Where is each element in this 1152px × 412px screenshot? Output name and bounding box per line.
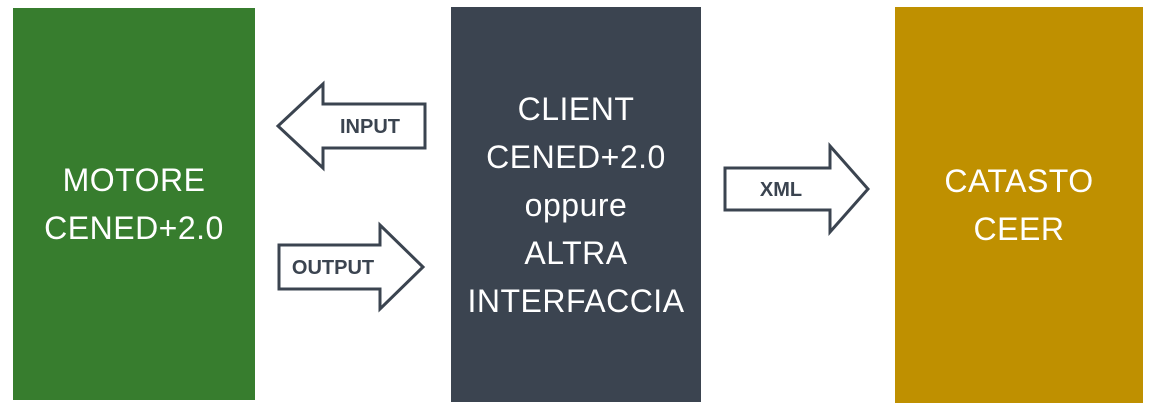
xml-arrow: XML (723, 142, 871, 236)
output-arrow-label: OUTPUT (292, 257, 374, 279)
box-motore-cened: MOTORE CENED+2.0 (13, 8, 255, 400)
box-catasto-line-1: CATASTO (944, 163, 1094, 199)
box-catasto-line-2: CEER (973, 211, 1065, 247)
box-client-line-2: CENED+2.0 (486, 138, 666, 175)
box-motore-line-2: CENED+2.0 (44, 210, 224, 246)
box-client-cened-label: CLIENT CENED+2.0 oppure ALTRA INTERFACCI… (467, 85, 684, 325)
box-client-line-3: oppure (524, 186, 628, 223)
box-client-line-1: CLIENT (517, 90, 635, 127)
xml-arrow-label: XML (760, 179, 802, 201)
box-client-line-5: INTERFACCIA (467, 282, 685, 319)
box-catasto-ceer-label: CATASTO CEER (944, 157, 1093, 253)
output-arrow: OUTPUT (277, 221, 426, 313)
input-arrow-shape (275, 80, 427, 172)
box-motore-line-1: MOTORE (62, 162, 206, 198)
xml-arrow-shape (723, 142, 871, 236)
box-catasto-ceer: CATASTO CEER (895, 7, 1143, 403)
box-motore-cened-label: MOTORE CENED+2.0 (44, 156, 224, 252)
output-arrow-shape (277, 221, 426, 313)
box-client-cened: CLIENT CENED+2.0 oppure ALTRA INTERFACCI… (451, 7, 701, 402)
input-arrow-label: INPUT (340, 116, 400, 138)
input-arrow: INPUT (275, 80, 427, 172)
box-client-line-4: ALTRA (524, 234, 628, 271)
